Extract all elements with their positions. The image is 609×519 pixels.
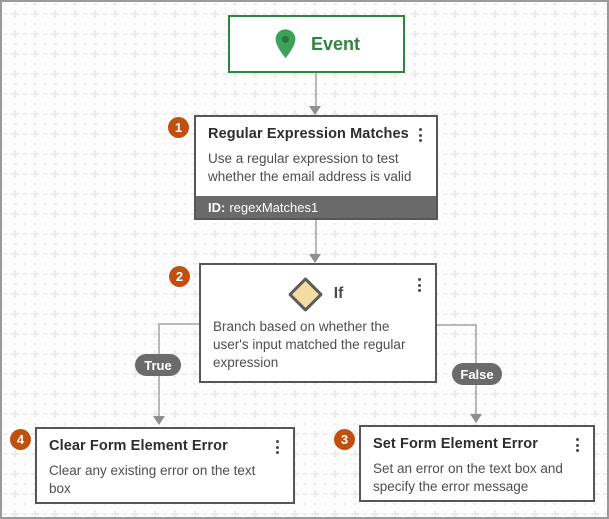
- diamond-icon: [287, 276, 323, 312]
- kebab-menu-icon[interactable]: [415, 126, 426, 144]
- regex-matches-node[interactable]: Regular Expression Matches Use a regular…: [194, 115, 438, 220]
- if-node-title: If: [333, 285, 344, 302]
- true-branch-label: True: [135, 354, 181, 376]
- kebab-menu-icon[interactable]: [572, 436, 583, 454]
- connector-event-to-regex: [315, 73, 317, 108]
- arrowhead: [309, 254, 321, 263]
- clear-node-description: Clear any existing error on the text box: [49, 463, 256, 496]
- step-badge-3: 3: [334, 429, 355, 450]
- if-node-description: Branch based on whether the user's input…: [213, 319, 406, 370]
- connector-regex-to-if: [315, 220, 317, 256]
- regex-node-description: Use a regular expression to test whether…: [208, 151, 412, 184]
- id-label: ID:: [208, 199, 226, 215]
- false-branch-label: False: [452, 363, 502, 385]
- arrowhead: [470, 414, 482, 423]
- clear-node-title: Clear Form Element Error: [49, 438, 228, 454]
- set-form-error-node[interactable]: Set Form Element Error Set an error on t…: [359, 425, 595, 502]
- connector-false-horizontal: [437, 324, 477, 326]
- step-badge-1: 1: [168, 117, 189, 138]
- regex-node-id-bar: ID: regexMatches1: [196, 196, 436, 218]
- set-node-description: Set an error on the text box and specify…: [373, 461, 563, 494]
- event-node[interactable]: Event: [228, 15, 405, 73]
- connector-true-horizontal: [158, 323, 199, 325]
- location-pin-icon: [275, 29, 296, 59]
- event-node-label: Event: [310, 33, 361, 54]
- arrowhead: [309, 106, 321, 115]
- step-badge-2: 2: [169, 266, 190, 287]
- clear-form-error-node[interactable]: Clear Form Element Error Clear any exist…: [35, 427, 295, 504]
- kebab-menu-icon[interactable]: [414, 276, 425, 294]
- set-node-title: Set Form Element Error: [373, 436, 538, 452]
- step-badge-4: 4: [10, 429, 31, 450]
- kebab-menu-icon[interactable]: [272, 438, 283, 456]
- arrowhead: [153, 416, 165, 425]
- if-node[interactable]: If Branch based on whether the user's in…: [199, 263, 437, 383]
- id-value: regexMatches1: [229, 199, 319, 215]
- regex-node-title: Regular Expression Matches: [208, 126, 409, 142]
